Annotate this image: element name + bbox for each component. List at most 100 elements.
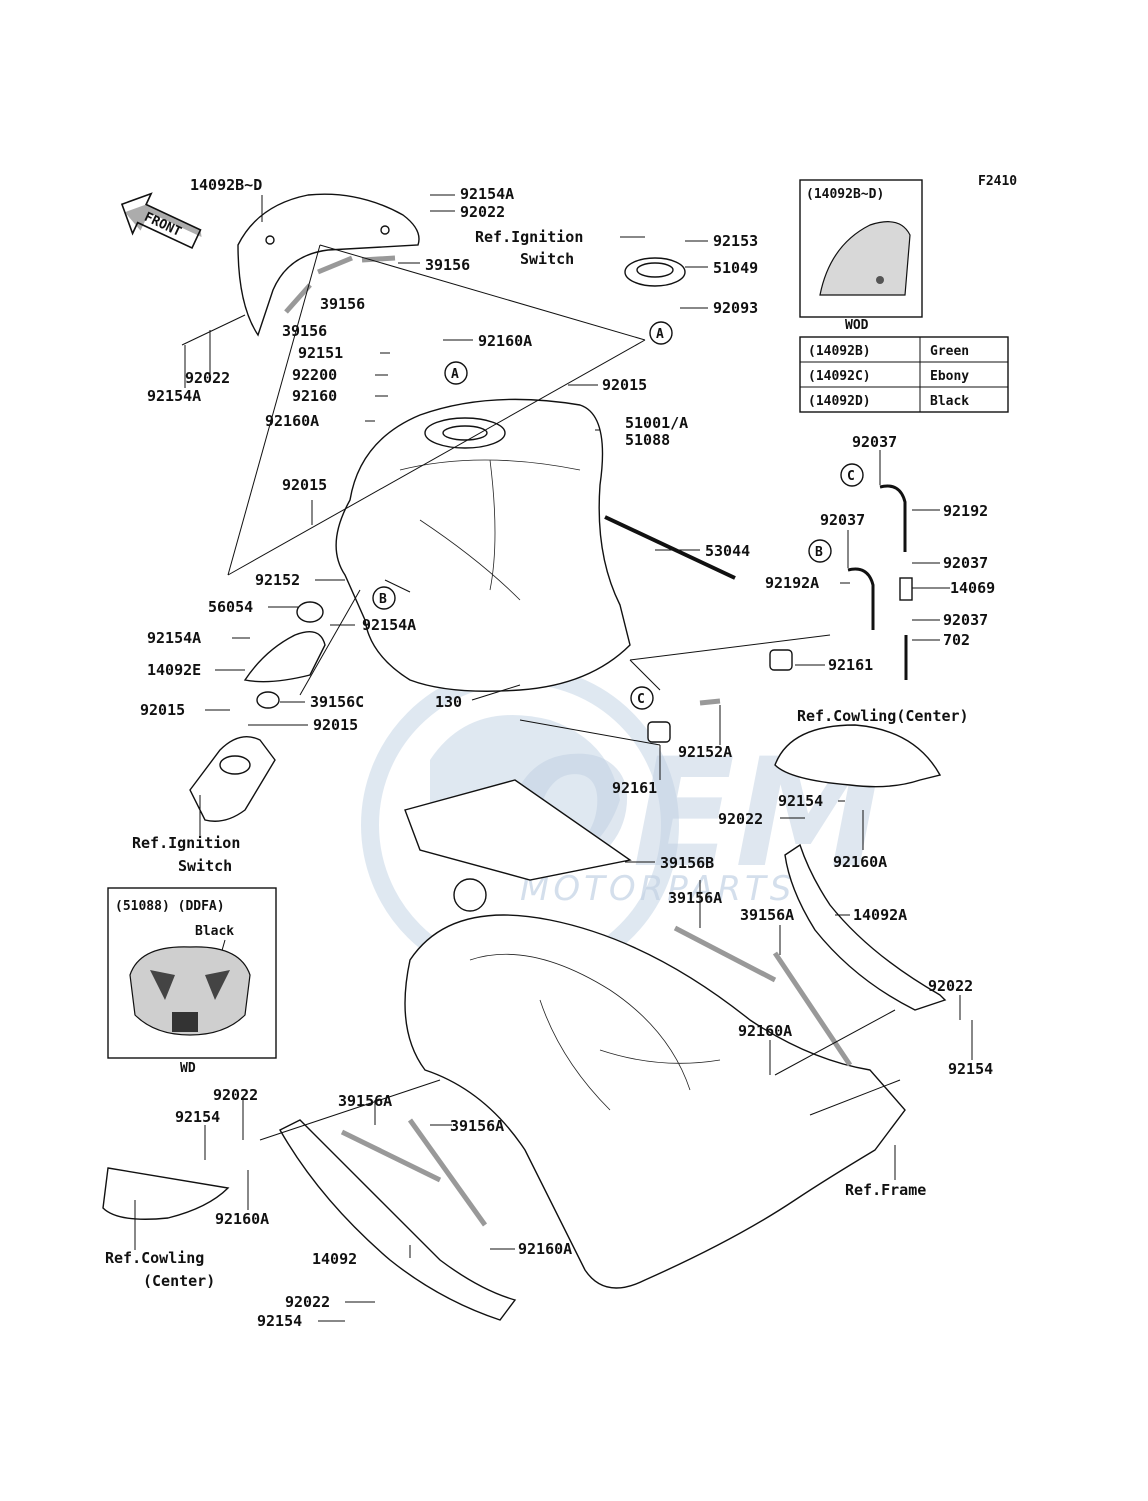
- part-label: 92022: [928, 977, 973, 995]
- callout-letter: C: [847, 469, 855, 484]
- part-label: 51088: [625, 431, 670, 449]
- cover-14092E: [243, 631, 326, 683]
- part-label: 92160A: [833, 853, 887, 871]
- part-label: 92037: [943, 611, 988, 629]
- part-label: 92154A: [460, 185, 514, 203]
- part-label: 92160A: [265, 412, 319, 430]
- part-label: 14092: [312, 1250, 357, 1268]
- part-label: 56054: [208, 598, 253, 616]
- inset-tank-variant: (51088) (DDFA) Black WD: [107, 887, 277, 1076]
- part-label: 92022: [213, 1086, 258, 1104]
- watermark-sub: MOTORPARTS: [520, 869, 795, 909]
- side-panel-left: [279, 1119, 517, 1321]
- inset-tank-title: (51088) (DDFA): [115, 899, 225, 914]
- part-label: 92154A: [147, 387, 201, 405]
- part-label: 92022: [460, 203, 505, 221]
- part-label: 92160A: [518, 1240, 572, 1258]
- inset-tank-variant-label: WD: [180, 1061, 196, 1076]
- part-label: 92015: [313, 716, 358, 734]
- upper-cover: [237, 193, 420, 337]
- part-label: 92152A: [678, 743, 732, 761]
- callout-c-hose: C: [840, 463, 864, 487]
- part-label: 51049: [713, 259, 758, 277]
- callout-a-cap: A: [649, 321, 673, 345]
- part-label: 39156A: [740, 906, 794, 924]
- part-label: 39156: [320, 295, 365, 313]
- callout-letter: B: [379, 592, 387, 607]
- part-label: 92015: [602, 376, 647, 394]
- table-row-color: Green: [930, 344, 969, 359]
- part-label: 92153: [713, 232, 758, 250]
- inset-cover-title: (14092B~D): [806, 187, 884, 202]
- callout-letter: B: [815, 545, 823, 560]
- part-label: 39156: [282, 322, 327, 340]
- callout-letter: A: [656, 327, 664, 342]
- frame: [404, 914, 906, 1289]
- part-label: 39156A: [668, 889, 722, 907]
- part-label: 51001/A: [625, 414, 688, 432]
- diagram-code: F2410: [978, 174, 1017, 189]
- table-row-color: Black: [930, 394, 969, 409]
- grommet-92161b: [647, 721, 671, 743]
- part-label: 92192: [943, 502, 988, 520]
- table-row-part: (14092B): [808, 344, 871, 359]
- leader-lines: [134, 194, 973, 1322]
- color-table: (14092B) Green (14092C) Ebony (14092D) B…: [799, 336, 1009, 413]
- callout-letter: C: [637, 692, 645, 707]
- part-label: 92160A: [478, 332, 532, 350]
- part-label: 92037: [943, 554, 988, 572]
- part-label: 39156A: [450, 1117, 504, 1135]
- front-arrow-icon: FRONT: [120, 192, 202, 250]
- cowling-center-right: [774, 724, 942, 788]
- part-label: Switch: [520, 250, 574, 268]
- inset-cover-variant: (14092B~D) WOD: [799, 179, 923, 333]
- part-label: 39156B: [660, 854, 714, 872]
- table-row-part: (14092D): [808, 394, 871, 409]
- part-label: Ref.Frame: [845, 1181, 926, 1199]
- part-label: 92151: [298, 344, 343, 362]
- part-label: 92154A: [362, 616, 416, 634]
- part-labels: 14092B~D 92154A 92022 39156 39156 39156 …: [105, 176, 995, 1330]
- part-label: 92037: [852, 433, 897, 451]
- part-label: Switch: [178, 857, 232, 875]
- part-label: 92160A: [738, 1022, 792, 1040]
- part-label: 92161: [828, 656, 873, 674]
- grommet-92161: [769, 649, 793, 671]
- side-panel-right: [784, 843, 947, 1011]
- part-label: 92015: [140, 701, 185, 719]
- part-label: (Center): [143, 1272, 215, 1290]
- part-label: 39156A: [338, 1092, 392, 1110]
- part-label: 702: [943, 631, 970, 649]
- part-label: Ref.Ignition: [132, 834, 240, 852]
- part-label: 14092A: [853, 906, 907, 924]
- hose-92192: [879, 484, 907, 552]
- part-label: Ref.Cowling: [105, 1249, 204, 1267]
- callout-b-hose: B: [808, 539, 832, 563]
- part-label: 14092E: [147, 661, 201, 679]
- callout-b-tank: B: [372, 586, 396, 610]
- part-label: 92160A: [215, 1210, 269, 1228]
- part-label: 92154A: [147, 629, 201, 647]
- part-label: 92022: [285, 1293, 330, 1311]
- part-label: 92161: [612, 779, 657, 797]
- part-label: 92192A: [765, 574, 819, 592]
- filter-14069: [899, 577, 913, 601]
- fuel-tank: [335, 398, 631, 692]
- part-label: 92015: [282, 476, 327, 494]
- hose-92192A: [847, 567, 875, 630]
- part-label: 92200: [292, 366, 337, 384]
- part-label: 92160: [292, 387, 337, 405]
- inset-tank-color: Black: [195, 924, 234, 939]
- callout-c-tank: C: [630, 686, 654, 710]
- fuel-cap: [624, 257, 686, 287]
- part-label: 92022: [718, 810, 763, 828]
- cowling-center-left: [102, 1167, 230, 1220]
- part-label: 92154: [948, 1060, 993, 1078]
- part-label: 92154: [257, 1312, 302, 1330]
- callout-a-tank: A: [444, 361, 468, 385]
- part-label: 92154: [778, 792, 823, 810]
- part-label: 39156C: [310, 693, 364, 711]
- part-label: 92022: [185, 369, 230, 387]
- inset-cover-variant-label: WOD: [845, 318, 869, 333]
- part-label: 14092B~D: [190, 176, 262, 194]
